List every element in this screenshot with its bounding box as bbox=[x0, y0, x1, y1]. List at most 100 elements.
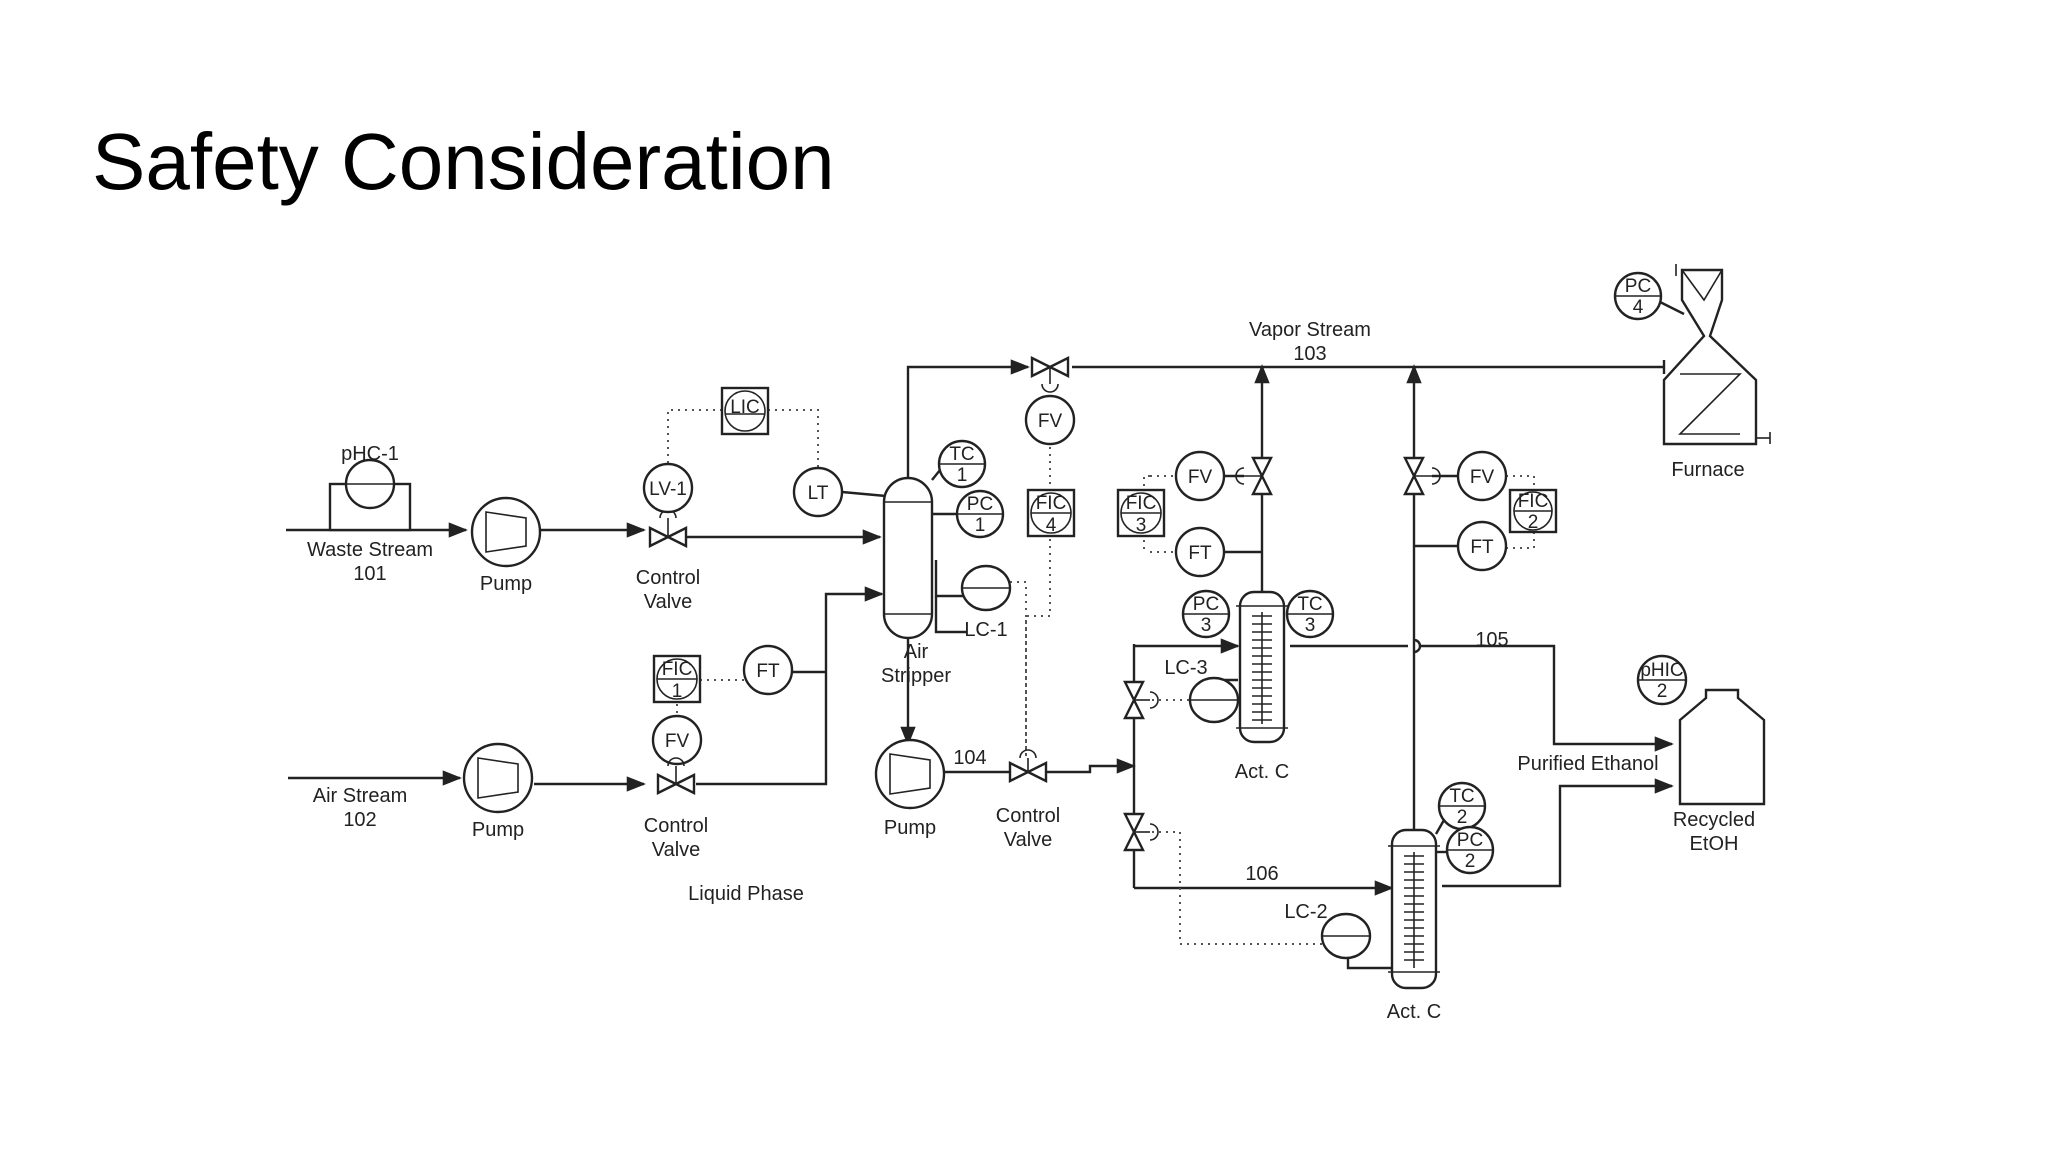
pc-2-tag: PC bbox=[1457, 830, 1483, 851]
lc-1-controller[interactable] bbox=[960, 564, 1012, 612]
pump-3-casing bbox=[874, 738, 946, 810]
pump-1-label: Pump bbox=[480, 573, 532, 595]
ft-2-transmitter[interactable]: FT bbox=[1456, 520, 1508, 572]
recycled-label: Recycled bbox=[1673, 809, 1755, 831]
vapor-stream-number: 103 bbox=[1293, 343, 1326, 365]
lic-box bbox=[720, 386, 770, 436]
pc-1-number: 1 bbox=[975, 515, 986, 536]
act-c-column-1[interactable] bbox=[1236, 590, 1288, 744]
actc1-feed-valve[interactable] bbox=[1123, 680, 1159, 720]
phic-2-controller[interactable]: pHIC 2 bbox=[1636, 654, 1688, 706]
fic-2-number: 2 bbox=[1528, 512, 1539, 533]
lc-3-label: LC-3 bbox=[1164, 657, 1207, 679]
tc-2-controller[interactable]: TC 2 bbox=[1437, 781, 1487, 831]
pump-3[interactable] bbox=[874, 738, 946, 810]
phic-2-number: 2 bbox=[1657, 681, 1668, 702]
act-c-2-packing bbox=[1404, 852, 1424, 968]
tc-1-controller[interactable]: TC 1 bbox=[937, 439, 987, 489]
tc-1-connection bbox=[931, 469, 941, 481]
stream-105-line bbox=[1290, 644, 1672, 744]
air-stripper-column[interactable] bbox=[882, 476, 934, 640]
waste-stream-label: Waste Stream bbox=[307, 539, 433, 561]
fic-3-tag: FIC bbox=[1126, 493, 1157, 514]
lc2-loop bbox=[1346, 956, 1392, 970]
actc2-product-line bbox=[1442, 778, 1674, 888]
pump-1-casing bbox=[470, 496, 542, 568]
furnace[interactable] bbox=[1662, 264, 1771, 446]
lv-1-bubble bbox=[642, 462, 694, 514]
lv-1-tag: LV-1 bbox=[649, 479, 687, 500]
control-valve-3-label-bottom: Valve bbox=[1004, 829, 1053, 851]
fv-2-instrument[interactable]: FV bbox=[1456, 450, 1508, 502]
tc-2-connection bbox=[1434, 819, 1446, 835]
lic-signal-loop bbox=[667, 409, 819, 470]
air-feed-line bbox=[696, 586, 884, 786]
recycled-etoh-tank[interactable] bbox=[1678, 688, 1766, 806]
fv-air-instrument[interactable]: FV bbox=[651, 714, 703, 766]
fic-4-tag: FIC bbox=[1036, 493, 1067, 514]
fic-2-controller[interactable]: FIC 2 bbox=[1508, 488, 1558, 534]
stream-105-label: 105 bbox=[1475, 629, 1508, 651]
pump-1[interactable] bbox=[470, 496, 542, 568]
lv-1-instrument[interactable]: LV-1 bbox=[642, 462, 694, 514]
lt-bubble bbox=[792, 466, 844, 518]
air-stripper-label-top: Air bbox=[904, 641, 929, 663]
air-control-valve[interactable] bbox=[656, 757, 696, 795]
lv-1-control-valve[interactable] bbox=[648, 509, 688, 548]
vapor-line-control-valve[interactable] bbox=[1030, 356, 1070, 393]
pc-4-connection bbox=[1659, 300, 1685, 316]
act-c-1-packing bbox=[1252, 612, 1272, 724]
lc1-signal bbox=[1010, 581, 1027, 756]
stream-104-control-valve[interactable] bbox=[1008, 749, 1048, 783]
fic-2-tag: FIC bbox=[1518, 491, 1549, 512]
tc-3-controller[interactable]: TC 3 bbox=[1285, 589, 1335, 639]
control-valve-1-label-top: Control bbox=[636, 567, 700, 589]
fv-air-bubble bbox=[651, 714, 703, 766]
lc-2-controller[interactable] bbox=[1320, 912, 1372, 960]
pc-1-controller[interactable]: PC 1 bbox=[955, 489, 1005, 539]
fic-1-tag: FIC bbox=[662, 659, 693, 680]
lic-tag: LIC bbox=[730, 397, 760, 418]
fv-3-instrument[interactable]: FV bbox=[1174, 450, 1226, 502]
lc-3-controller[interactable] bbox=[1188, 676, 1240, 724]
control-valve-1-label-bottom: Valve bbox=[644, 591, 693, 613]
ft-1-tag: FT bbox=[756, 661, 780, 682]
fic-4-controller[interactable]: FIC 4 bbox=[1026, 488, 1076, 538]
phc-1-controller[interactable] bbox=[344, 458, 396, 510]
pc-3-controller[interactable]: PC 3 bbox=[1181, 589, 1231, 639]
signal-lines bbox=[667, 409, 1535, 945]
act-c-2-label: Act. C bbox=[1387, 1001, 1441, 1023]
actc2-feed-valve[interactable] bbox=[1123, 812, 1159, 852]
fv-2-bubble bbox=[1456, 450, 1508, 502]
etoh-label: EtOH bbox=[1690, 833, 1739, 855]
actc1-vapor-valve-actuator bbox=[1235, 467, 1245, 485]
lc1-lower-loop bbox=[934, 596, 966, 634]
stripper-vapor-line bbox=[906, 359, 1030, 478]
pc-1-tag: PC bbox=[967, 494, 993, 515]
ft-1-bubble bbox=[742, 644, 794, 696]
pc-3-tag: PC bbox=[1193, 594, 1219, 615]
control-valve-2-label-bottom: Valve bbox=[652, 839, 701, 861]
lic-controller[interactable]: LIC bbox=[720, 386, 770, 436]
actc1-vapor-valve[interactable] bbox=[1235, 456, 1273, 496]
fic-1-controller[interactable]: FIC 1 bbox=[652, 654, 702, 704]
etoh-tank-body bbox=[1678, 688, 1766, 806]
fv-vapor-instrument[interactable]: FV bbox=[1024, 394, 1076, 446]
lt-transmitter[interactable]: LT bbox=[792, 466, 844, 518]
fv-3-bubble bbox=[1174, 450, 1226, 502]
ft-3-transmitter[interactable]: FT bbox=[1174, 526, 1226, 578]
lc-1-label: LC-1 bbox=[964, 619, 1007, 641]
line-crossover bbox=[1413, 638, 1422, 654]
ft-2-tag: FT bbox=[1470, 537, 1494, 558]
pump-2-label: Pump bbox=[472, 819, 524, 841]
fic-3-controller[interactable]: FIC 3 bbox=[1116, 488, 1166, 538]
pump-2[interactable] bbox=[462, 742, 534, 814]
pc-4-controller[interactable]: PC 4 bbox=[1613, 271, 1663, 321]
fv-3-tag: FV bbox=[1188, 467, 1213, 488]
air-stream-number: 102 bbox=[343, 809, 376, 831]
tc-2-tag: TC bbox=[1449, 786, 1474, 807]
act-c-column-2[interactable] bbox=[1388, 828, 1440, 990]
ft-1-transmitter[interactable]: FT bbox=[742, 644, 794, 696]
air-stripper-label-bottom: Stripper bbox=[881, 665, 951, 687]
pc-2-controller[interactable]: PC 2 bbox=[1445, 825, 1495, 875]
